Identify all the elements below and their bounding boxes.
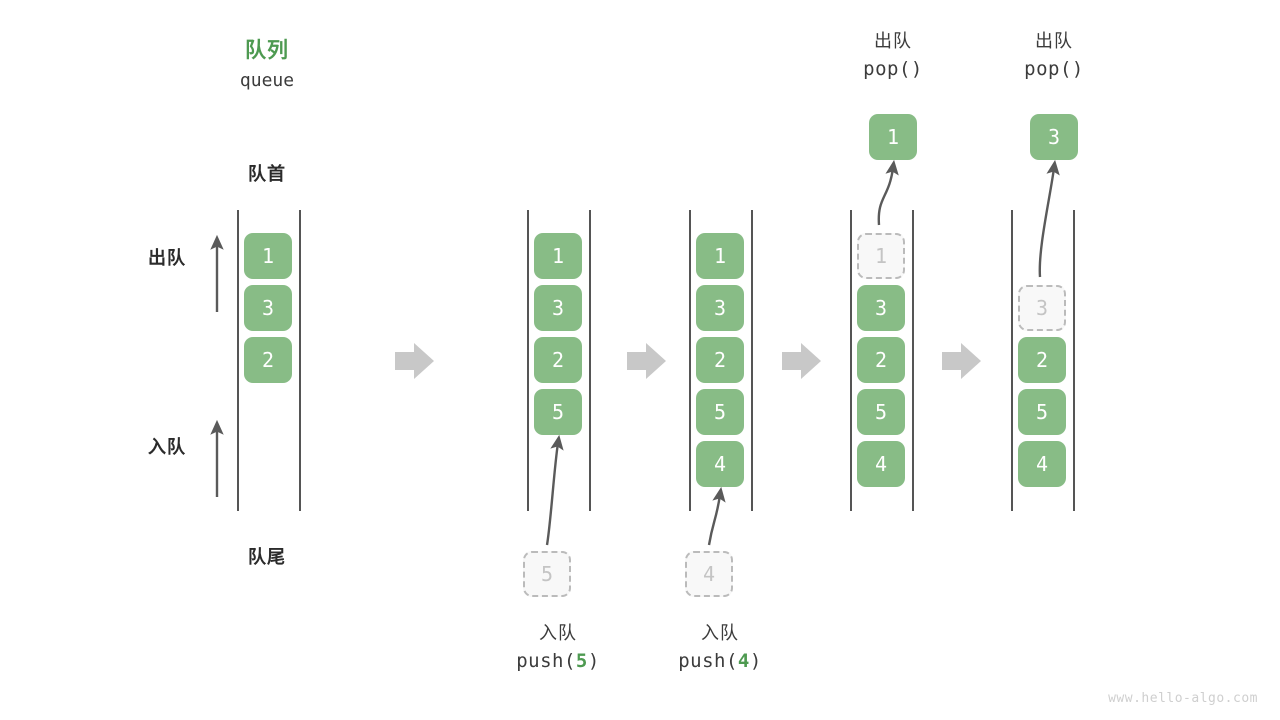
incoming-element-ghost: 5	[523, 551, 571, 597]
queue-rail-right	[299, 210, 301, 511]
operation-argument: 4	[737, 650, 750, 672]
operation-label-code: pop()	[863, 58, 923, 80]
queue-cell: 1	[696, 233, 744, 279]
queue-cell: 5	[857, 389, 905, 435]
queue-cell-ghost: 1	[857, 233, 905, 279]
queue-cell: 2	[696, 337, 744, 383]
incoming-element-ghost: 4	[685, 551, 733, 597]
queue-rail-left	[1011, 210, 1013, 511]
queue-rail-left	[689, 210, 691, 511]
queue-cell: 3	[244, 285, 292, 331]
operation-label-cn: 出队	[874, 31, 912, 51]
operation-caption-top: 出队 pop()	[954, 28, 1154, 84]
queue-cell: 5	[534, 389, 582, 435]
push-curve-arrow	[545, 434, 564, 546]
queue-cell: 1	[244, 233, 292, 279]
queue-cell: 3	[534, 285, 582, 331]
flow-arrow-icon	[395, 343, 434, 379]
queue-cell: 5	[1018, 389, 1066, 435]
queue-cell: 1	[534, 233, 582, 279]
queue-rail-left	[237, 210, 239, 511]
operation-label-code: push(5)	[516, 650, 600, 672]
flow-arrow-icon	[627, 343, 666, 379]
queue-cell: 4	[696, 441, 744, 487]
queue-rail-right	[589, 210, 591, 511]
pop-curve-arrow	[877, 159, 899, 226]
diagram-title-cn: 队列	[245, 39, 289, 62]
operation-label-cn: 入队	[539, 623, 577, 643]
diagram-title-en: queue	[239, 70, 295, 91]
queue-tail-label: 队尾	[248, 547, 286, 567]
operation-label-code: pop()	[1024, 58, 1084, 80]
queue-cell: 3	[696, 285, 744, 331]
operation-label-code: push(4)	[678, 650, 762, 672]
queue-cell: 5	[696, 389, 744, 435]
queue-cell: 3	[857, 285, 905, 331]
queue-cell: 2	[1018, 337, 1066, 383]
queue-cell: 2	[534, 337, 582, 383]
queue-head-label: 队首	[248, 164, 286, 184]
operation-caption-top: 出队 pop()	[793, 28, 993, 84]
queue-rail-right	[912, 210, 914, 511]
queue-rail-left	[850, 210, 852, 511]
queue-cell: 2	[857, 337, 905, 383]
flow-arrow-icon	[782, 343, 821, 379]
queue-cell: 2	[244, 337, 292, 383]
push-curve-arrow	[707, 486, 726, 546]
site-watermark: www.hello-algo.com	[1108, 691, 1258, 706]
popped-element: 3	[1030, 114, 1078, 160]
operation-argument: 5	[575, 650, 588, 672]
queue-cell: 4	[857, 441, 905, 487]
operation-label-cn: 入队	[701, 623, 739, 643]
enqueue-direction-label: 入队	[148, 437, 186, 457]
flow-arrow-icon	[942, 343, 981, 379]
dequeue-direction-label: 出队	[148, 248, 186, 268]
queue-rail-right	[1073, 210, 1075, 511]
operation-caption: 入队 push(4)	[620, 620, 820, 676]
operation-label-cn: 出队	[1035, 31, 1073, 51]
queue-cell: 4	[1018, 441, 1066, 487]
queue-rail-left	[527, 210, 529, 511]
queue-cell-ghost: 3	[1018, 285, 1066, 331]
pop-curve-arrow	[1038, 159, 1060, 278]
queue-rail-right	[751, 210, 753, 511]
operation-caption: 入队 push(5)	[458, 620, 658, 676]
popped-element: 1	[869, 114, 917, 160]
